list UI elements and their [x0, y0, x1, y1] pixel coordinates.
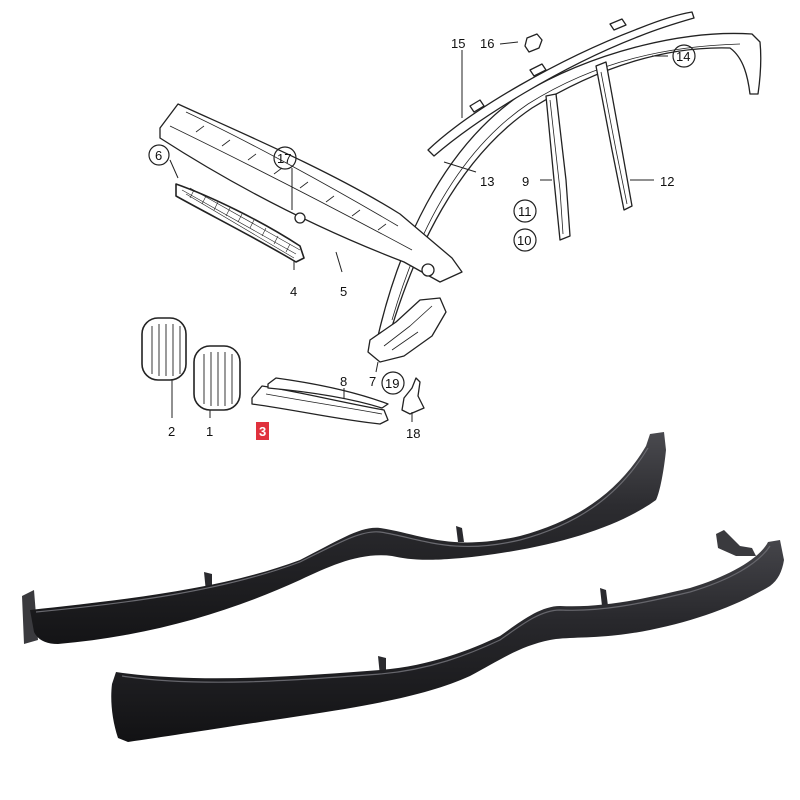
trim-strip-upper — [22, 432, 666, 644]
part-16-clip — [524, 33, 543, 53]
part-2-kidney-grille-left — [141, 317, 187, 381]
part-15-drip-rail — [427, 11, 695, 157]
callout-2: 2 — [168, 424, 175, 439]
part-3-lower-trim — [251, 385, 389, 425]
part-5-cowl-panel — [159, 103, 463, 283]
callout-18: 18 — [406, 426, 420, 441]
callout-17: 17 — [277, 151, 291, 166]
callout-circles — [148, 44, 696, 395]
callout-13: 13 — [480, 174, 494, 189]
callout-14: 14 — [676, 49, 690, 64]
product-photo — [22, 432, 784, 742]
part-1-kidney-grille-right — [193, 345, 241, 411]
trim-strip-lower — [111, 530, 784, 742]
part-14-roof-moulding — [377, 32, 762, 341]
callout-5: 5 — [340, 284, 347, 299]
callout-15: 15 — [451, 36, 465, 51]
highlight-box-callout-3 — [256, 422, 269, 440]
callout-9: 9 — [522, 174, 529, 189]
part-4-mesh-insert — [175, 183, 305, 263]
part-8-lower-trim — [267, 377, 389, 409]
callout-11: 11 — [518, 204, 532, 219]
callout-4: 4 — [290, 284, 297, 299]
callout-12: 12 — [660, 174, 674, 189]
exploded-parts-diagram — [141, 11, 762, 425]
part-7-corner-bracket — [367, 297, 447, 363]
callout-3: 3 — [259, 424, 266, 439]
callout-8: 8 — [340, 374, 347, 389]
callout-6: 6 — [155, 148, 162, 163]
part-12-b-pillar-trim — [595, 61, 633, 211]
callout-7: 7 — [369, 374, 376, 389]
part-18-bracket — [401, 377, 425, 415]
callout-10: 10 — [517, 233, 531, 248]
callout-16: 16 — [480, 36, 494, 51]
callout-labels: 15 16 14 6 17 13 9 12 11 10 4 5 8 7 19 2… — [155, 36, 690, 441]
part-9-pillar-trim — [545, 93, 571, 241]
callout-19: 19 — [385, 376, 399, 391]
callout-1: 1 — [206, 424, 213, 439]
leader-lines — [169, 41, 668, 422]
